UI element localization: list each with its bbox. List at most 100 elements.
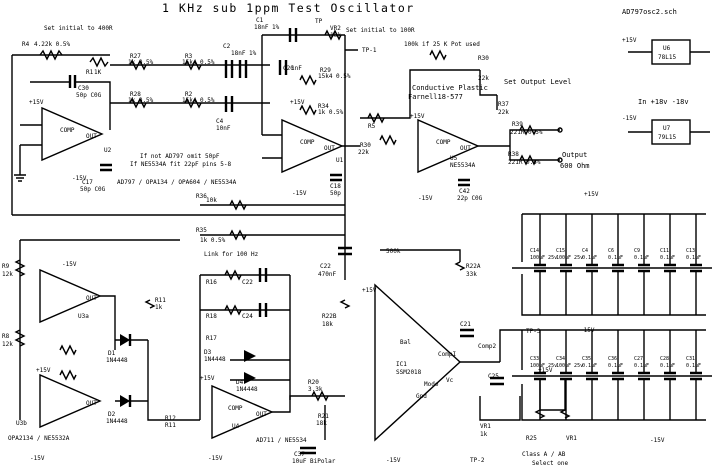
u3a-vplus: -15V bbox=[62, 261, 77, 268]
c22b-label: C22 bbox=[320, 263, 331, 270]
r9-label: R9 bbox=[2, 263, 10, 270]
u3b-vplus: +15V bbox=[36, 367, 51, 374]
c22-label: C22 bbox=[242, 279, 253, 286]
r29-label: R29 bbox=[320, 67, 331, 74]
resistor-r6 bbox=[339, 299, 351, 309]
decoupling-cap-label: C11 bbox=[660, 248, 669, 254]
output-buffer-section: R5 R30 22k 100k if 25 K Pot used R30 22k… bbox=[358, 41, 590, 202]
capacitor-c1 bbox=[288, 28, 298, 42]
decoupling-cap-label: C34 bbox=[556, 356, 565, 362]
c42-label: C42 bbox=[459, 188, 470, 195]
wien-network-wires bbox=[110, 64, 270, 104]
note-100k-pot: 100k if 25 K Pot used bbox=[404, 41, 480, 48]
u1-vminus: -15V bbox=[292, 190, 307, 197]
vr3-wire bbox=[380, 249, 461, 262]
note-set-output-level: Set Output Level bbox=[504, 78, 571, 86]
r34-label: R34 bbox=[318, 103, 329, 110]
c30-label: C30 bbox=[78, 85, 89, 92]
decoupling-cap-c4 bbox=[586, 263, 598, 273]
c1-label: C1 bbox=[256, 17, 264, 24]
note-if-not-ad797: If not AD797 omit 50pF bbox=[140, 153, 220, 160]
resistors-r9-r8 bbox=[14, 240, 26, 420]
opamp-u4 bbox=[211, 384, 274, 440]
u4-comp: COMP bbox=[228, 405, 243, 412]
capacitor-c21 bbox=[490, 376, 504, 386]
decoupling-cap-label: C31 bbox=[686, 356, 695, 362]
c2-value: 18nF 1% bbox=[231, 50, 257, 57]
decoupling-plus15: +15V bbox=[584, 191, 599, 198]
c18-label: C18 bbox=[330, 183, 341, 190]
u6-rail: +15V bbox=[622, 37, 637, 44]
class-select-plus15: +15V bbox=[538, 367, 553, 374]
u1-comp: COMP bbox=[300, 139, 315, 146]
c42-value: 22p C0G bbox=[457, 195, 483, 202]
opamp-u1 bbox=[281, 118, 344, 174]
c30-wire bbox=[30, 81, 111, 130]
capacitor-c18 bbox=[330, 173, 342, 182]
r3-label: R3 bbox=[185, 53, 193, 60]
u1-ref: U1 bbox=[336, 157, 344, 164]
r2-label: R2 bbox=[185, 91, 193, 98]
c1-value: 18nF 1% bbox=[254, 24, 280, 31]
capacitor-c26 bbox=[460, 328, 474, 338]
note-link-100hz: Link for 100 Hz bbox=[204, 251, 259, 258]
tp2-label: TP-2 bbox=[470, 457, 485, 464]
c18-value: 50p bbox=[330, 190, 341, 197]
decoupling-cap-value: 100uF 25v bbox=[556, 363, 583, 369]
decoupling-cap-value: 0.1uF bbox=[634, 363, 649, 369]
r17-label: R17 bbox=[206, 335, 217, 342]
r1-label: R1 bbox=[86, 69, 94, 76]
decoupling-cap-c6 bbox=[612, 263, 624, 273]
r34-value: 1k 0.5% bbox=[318, 109, 344, 116]
d2-part: 1N4448 bbox=[106, 418, 128, 425]
r21-value: 18k bbox=[316, 420, 327, 427]
r5-label: R36 bbox=[196, 193, 207, 200]
resistor-r7 bbox=[454, 261, 466, 271]
file-name: AD797osc2.sch bbox=[622, 8, 677, 16]
ic1-mode: Mode bbox=[424, 381, 439, 388]
vr1-label: VR2 bbox=[330, 25, 341, 32]
decoupling-cap-value: 0.1uF bbox=[582, 255, 597, 261]
c37-label: C37 bbox=[294, 451, 305, 458]
opamp-u2 bbox=[41, 106, 104, 162]
note-opamp-alts: AD797 / OPA134 / OPA604 / NE5534A bbox=[117, 179, 237, 186]
decoupling-cap-c34 bbox=[560, 371, 572, 381]
capacitor-c20 bbox=[278, 60, 288, 75]
r7-value: 33k bbox=[466, 271, 477, 278]
ic1-vplus: +15V bbox=[362, 287, 377, 294]
d3-part: 1N4448 bbox=[204, 356, 226, 363]
resistor-r4 bbox=[39, 49, 63, 61]
ic1-bal: Bal bbox=[400, 339, 411, 346]
c37-value: 10uF BiPolar bbox=[292, 458, 336, 465]
u3a-ref: U3a bbox=[78, 313, 89, 320]
c24-label: C24 bbox=[242, 313, 253, 320]
r11-value: R11 bbox=[165, 422, 176, 429]
r27-value: 1k 0.5% bbox=[128, 59, 154, 66]
u6-part: 78L15 bbox=[658, 54, 676, 61]
vca-ic1 bbox=[374, 283, 462, 442]
r6-value: 18k bbox=[322, 321, 333, 328]
u4-vminus: -15V bbox=[208, 455, 223, 462]
r27-label: R27 bbox=[130, 53, 141, 60]
r37-label: R37 bbox=[498, 101, 509, 108]
resistor-r29 bbox=[299, 74, 317, 86]
decoupling-cap-label: C15 bbox=[556, 248, 565, 254]
decoupling-cap-value: 100uF 25v bbox=[530, 363, 557, 369]
u3b-vminus: -15V bbox=[30, 455, 45, 462]
resistors-r16-r18 bbox=[224, 269, 242, 316]
resistors-r27-r28 bbox=[129, 59, 147, 109]
opamp-u3a bbox=[39, 268, 102, 324]
r28-label: R28 bbox=[130, 91, 141, 98]
c21-label: C25 bbox=[488, 373, 499, 380]
decoupling-minus15-b: -15V bbox=[650, 437, 665, 444]
r30-value: 22k bbox=[478, 75, 489, 82]
c22b-value: 470nF bbox=[318, 271, 336, 278]
r7-label: R22A bbox=[466, 263, 481, 270]
r3-value: 15k4 0.5% bbox=[182, 59, 215, 66]
r30-wire bbox=[479, 70, 497, 96]
opamp-u5 bbox=[417, 118, 480, 174]
resistor-r13 bbox=[144, 299, 156, 309]
